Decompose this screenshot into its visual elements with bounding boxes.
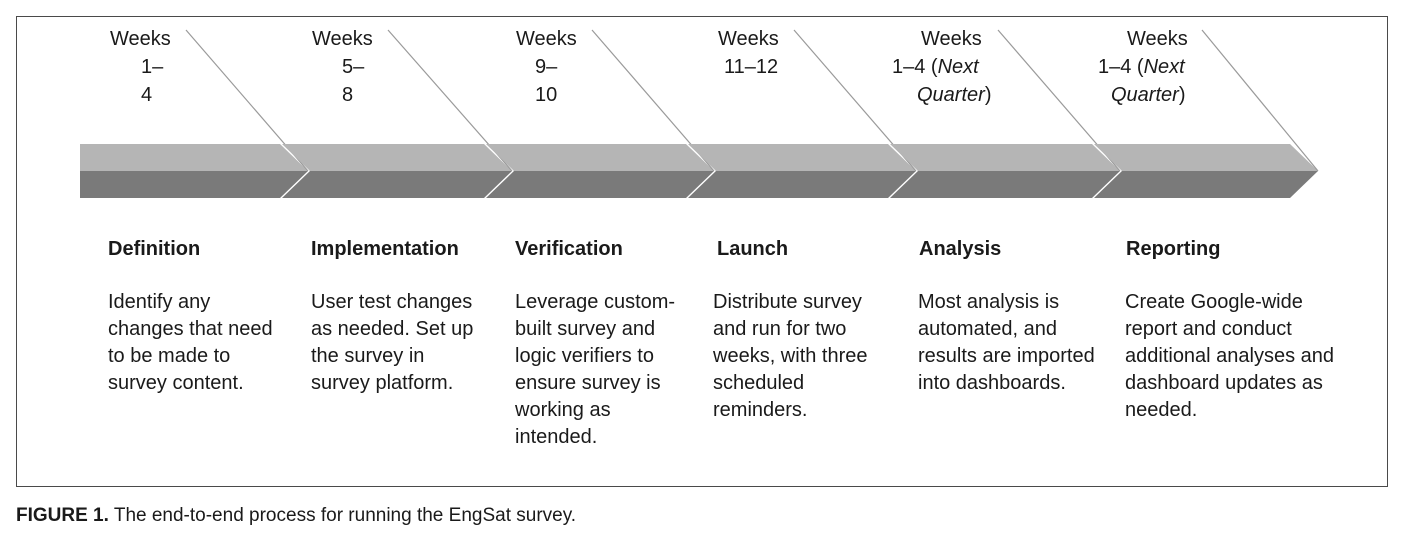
- timeline-segment-upper: [1094, 144, 1318, 171]
- phase-title: Analysis: [919, 238, 1002, 260]
- phase-description: User test changes as needed. Set up the …: [311, 291, 474, 394]
- figure-frame: [16, 16, 1388, 487]
- timeline-segment-lower: [282, 171, 512, 198]
- weeks-close-paren: ): [984, 84, 992, 106]
- caption-label: FIGURE 1.: [16, 505, 109, 526]
- phase-description: Leverage custom-built survey and logic v…: [515, 291, 676, 448]
- weeks-close-paren: ): [1178, 84, 1186, 106]
- phase-description: Create Google-wide report and conduct ad…: [1125, 291, 1335, 421]
- weeks-label: Weeks 5–8: [312, 25, 373, 109]
- timeline-divider-line: [1201, 29, 1319, 172]
- timeline-segment-upper: [890, 144, 1120, 171]
- caption-text: The end-to-end process for running the E…: [108, 505, 577, 526]
- phase-description: Most analysis is automated, and results …: [918, 291, 1095, 394]
- weeks-range: 1–4: [141, 56, 164, 106]
- phase-title: Implementation: [311, 238, 459, 260]
- weeks-range: 11–12: [724, 56, 779, 78]
- weeks-range: 1–4 (Next: [892, 53, 991, 81]
- timeline-segment-lower: [486, 171, 714, 198]
- weeks-range: 5–8: [342, 56, 365, 106]
- phase-description: Distribute survey and run for two weeks,…: [713, 291, 868, 421]
- timeline-segment-upper: [80, 144, 308, 171]
- weeks-label: Weeks 11–12: [718, 25, 779, 81]
- phase-title: Verification: [515, 238, 623, 260]
- phase-title: Launch: [717, 238, 789, 260]
- weeks-range: 9–10: [535, 56, 558, 106]
- weeks-quarter: Quarter): [1098, 81, 1188, 109]
- weeks-word: Weeks: [921, 28, 982, 50]
- weeks-label: Weeks 1–4 (Next Quarter): [892, 25, 991, 109]
- weeks-label: Weeks 9–10: [516, 25, 577, 109]
- weeks-word: Weeks: [718, 28, 779, 50]
- weeks-quarter: Quarter): [892, 81, 991, 109]
- weeks-range-text: 1–4 (: [892, 56, 938, 78]
- weeks-next: Next: [937, 56, 979, 78]
- weeks-label: Weeks 1–4: [110, 25, 171, 109]
- phase-description: Identify any changes that need to be mad…: [108, 291, 273, 394]
- timeline-segment-upper: [486, 144, 714, 171]
- weeks-word: Weeks: [516, 28, 577, 50]
- weeks-word: Weeks: [1127, 28, 1188, 50]
- weeks-range-text: 1–4 (: [1098, 56, 1144, 78]
- weeks-word: Weeks: [110, 28, 171, 50]
- timeline-segment-upper: [282, 144, 512, 171]
- timeline-segment-lower: [1094, 171, 1318, 198]
- weeks-quarter-text: Quarter: [1111, 84, 1179, 106]
- timeline-segment-lower: [80, 171, 308, 198]
- phase-title: Reporting: [1126, 238, 1221, 260]
- phase-title: Definition: [108, 238, 201, 260]
- weeks-label: Weeks 1–4 (Next Quarter): [1098, 25, 1188, 109]
- timeline-segment-upper: [688, 144, 916, 171]
- weeks-word: Weeks: [312, 28, 373, 50]
- timeline-segment-lower: [688, 171, 916, 198]
- timeline-segment-lower: [890, 171, 1120, 198]
- weeks-quarter-text: Quarter: [917, 84, 985, 106]
- weeks-next: Next: [1143, 56, 1185, 78]
- weeks-range: 1–4 (Next: [1098, 53, 1188, 81]
- figure-caption: FIGURE 1. The end-to-end process for run…: [16, 504, 576, 528]
